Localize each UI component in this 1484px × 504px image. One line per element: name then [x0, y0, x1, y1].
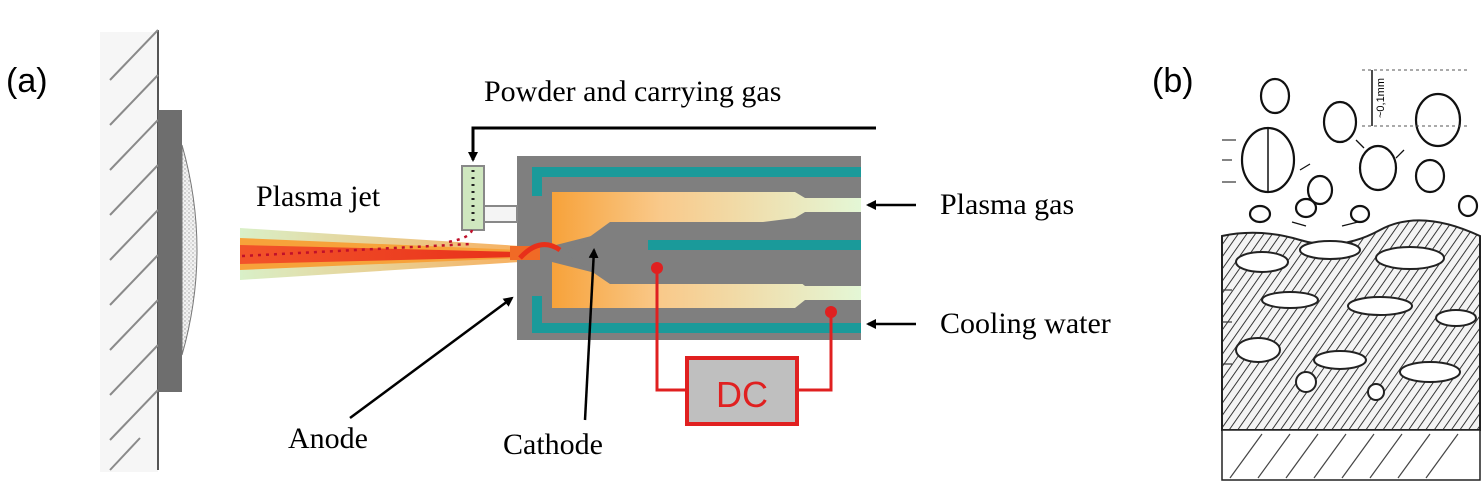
coating-deposit [181, 144, 198, 356]
label-anode: Anode [288, 422, 368, 455]
wall [100, 29, 159, 472]
panel-label-a: (a) [6, 62, 48, 100]
cathode-pointer [583, 248, 599, 421]
label-plasma-gas: Plasma gas [940, 188, 1074, 221]
powder-feed-line [468, 126, 876, 162]
label-powder-gas: Powder and carrying gas [484, 75, 781, 108]
label-scale: ~0,1mm [1375, 78, 1387, 118]
powder-injector [447, 165, 518, 244]
anode-pointer [349, 296, 514, 420]
splat-microstructure-sketch [1221, 38, 1481, 481]
label-cooling-water: Cooling water [940, 307, 1111, 340]
plasma-jet [240, 228, 520, 280]
label-dc: DC [716, 374, 768, 415]
label-plasma-jet: Plasma jet [256, 180, 381, 213]
dc-power-box [685, 356, 799, 426]
dc-circuit [651, 262, 837, 426]
label-cathode: Cathode [503, 428, 603, 461]
panel-label-b: (b) [1152, 62, 1194, 100]
torch-body [510, 156, 861, 340]
substrate [158, 110, 182, 392]
